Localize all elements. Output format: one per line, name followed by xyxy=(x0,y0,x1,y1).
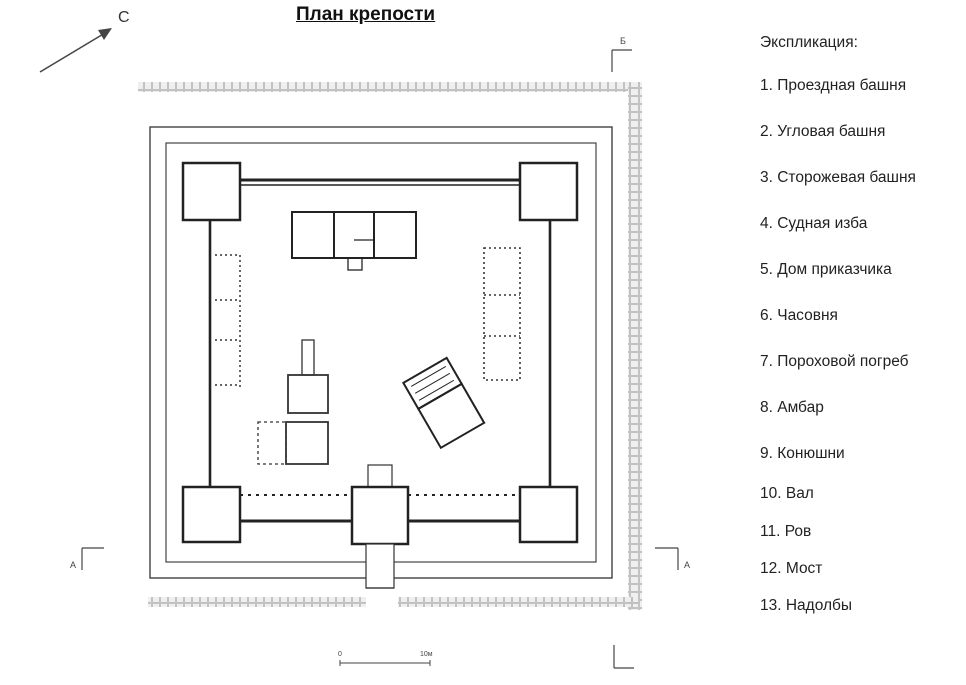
scale-end: 10м xyxy=(420,651,433,658)
chapel xyxy=(257,339,329,465)
corner-tower-nw xyxy=(181,161,242,222)
granary xyxy=(215,254,241,388)
section-label-a: А xyxy=(70,560,76,570)
section-marker-a-left: А xyxy=(70,547,104,570)
corner-tower-sw xyxy=(181,485,242,544)
legend-item: 7. Пороховой погреб xyxy=(760,353,909,370)
legend-item: 8. Амбар xyxy=(760,399,824,416)
legend-item: 12. Мост xyxy=(760,560,823,577)
legend-item: 3. Сторожевая башня xyxy=(760,169,916,186)
legend-item: 11. Ров xyxy=(760,523,812,540)
legend-item: 4. Судная изба xyxy=(760,215,868,232)
legend-item: 13. Надолбы xyxy=(760,597,853,614)
powder-cellar xyxy=(401,356,486,450)
legend-item: 1. Проездная башня xyxy=(760,77,907,94)
section-label-a-right: А xyxy=(684,560,690,570)
legend-item: 6. Часовня xyxy=(760,307,838,324)
legend-heading: Экспликация: xyxy=(760,34,858,51)
scale-bar: 0 10м xyxy=(338,651,433,666)
legend-item: 10. Вал xyxy=(760,485,814,502)
judgment-hut xyxy=(291,211,417,271)
scale-zero: 0 xyxy=(338,651,342,658)
gate-tower xyxy=(350,464,410,546)
corner-tower-se xyxy=(518,485,579,544)
corner-towers xyxy=(181,161,579,544)
legend-item: 2. Угловая башня xyxy=(760,123,886,140)
corner-tower-ne xyxy=(518,161,579,222)
section-marker-a-right: А xyxy=(655,547,690,570)
stables xyxy=(483,247,521,381)
bridge xyxy=(365,543,395,589)
palisade-obstacles xyxy=(138,82,642,610)
legend-item: 9. Конюшни xyxy=(760,445,845,462)
legend-item: 5. Дом приказчика xyxy=(760,261,892,278)
section-marker-b-bottom xyxy=(613,645,634,669)
fortress-walls xyxy=(208,178,552,523)
north-label: С xyxy=(118,9,130,26)
plan-title: План крепости xyxy=(296,4,436,25)
section-label-b: Б xyxy=(620,36,626,46)
north-arrow: С xyxy=(39,9,130,73)
section-marker-b-top: Б xyxy=(611,36,632,72)
